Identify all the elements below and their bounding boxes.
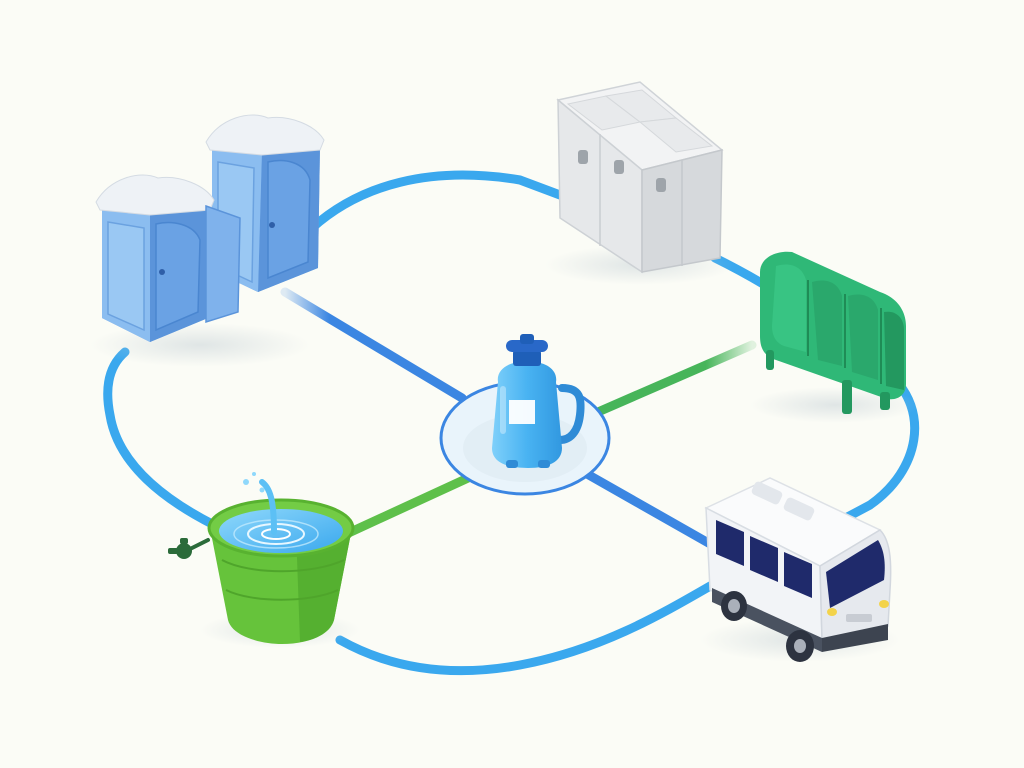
spoke-hub-to-bucket bbox=[337, 473, 473, 541]
tank-icon bbox=[760, 251, 906, 414]
cabinet-icon bbox=[556, 81, 724, 274]
service-van bbox=[700, 477, 900, 662]
bucket-icon bbox=[168, 472, 355, 644]
spoke-hub-to-van bbox=[575, 465, 717, 550]
green-tank bbox=[750, 251, 920, 423]
storage-cabinet bbox=[545, 81, 735, 285]
van-icon bbox=[704, 477, 892, 662]
van-front-wheel bbox=[786, 630, 814, 662]
water-bucket bbox=[168, 472, 360, 648]
van-rear-wheel bbox=[721, 591, 747, 621]
spoke-hub-to-tank bbox=[593, 340, 757, 417]
portable-toilet-icon bbox=[95, 174, 241, 342]
portable-toilets-group bbox=[90, 114, 325, 367]
water-jug-icon bbox=[492, 334, 585, 468]
spoke-toilets-to-hub bbox=[280, 287, 467, 403]
